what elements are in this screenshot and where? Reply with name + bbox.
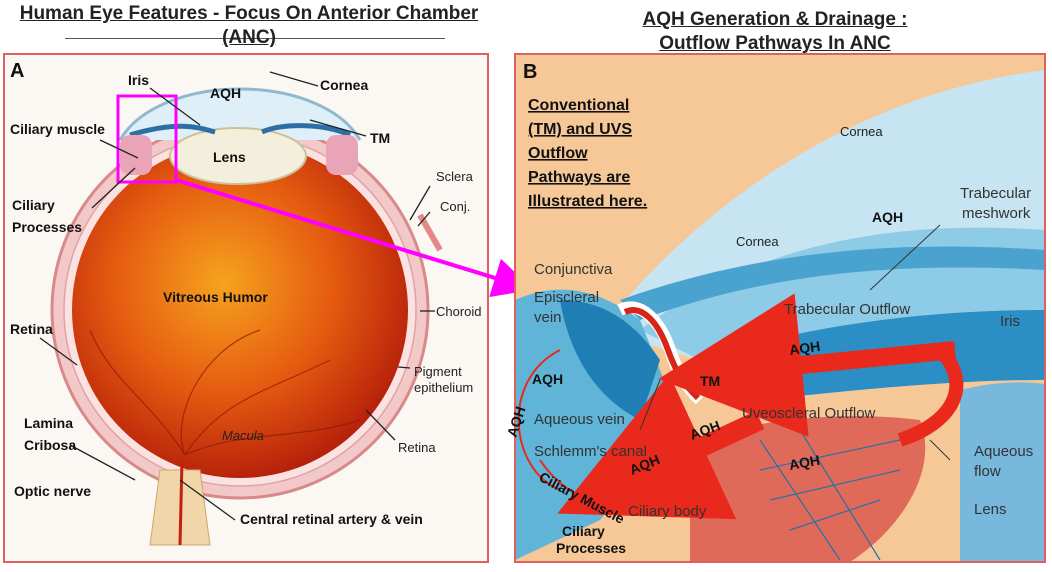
- panel-a-leaders: [39, 71, 435, 521]
- label-aqh-arrow-1: AQH: [788, 338, 821, 358]
- ciliary-body-b: [690, 416, 926, 562]
- panel-b-frame: [514, 53, 1046, 563]
- label-ciliary-processes-2: Processes: [12, 219, 82, 235]
- label-optic-nerve: Optic nerve: [14, 483, 91, 499]
- label-schlemm: Schlemm's canal: [534, 443, 647, 460]
- label-episcleral-1: Episcleral: [534, 289, 599, 306]
- lens-shape: [169, 127, 307, 185]
- title-left: Human Eye Features - Focus On Anterior C…: [14, 2, 484, 26]
- callout-line-5: Illustrated here.: [528, 193, 647, 210]
- arrow-uveoscleral: [557, 373, 765, 520]
- panel-b-leaders: [639, 224, 951, 461]
- label-ciliary-muscle: Ciliary muscle: [10, 121, 105, 137]
- label-pigment-2: epithelium: [414, 380, 473, 395]
- title-left-line2: (ANC): [222, 27, 276, 48]
- label-trabecular-outflow: Trabecular Outflow: [784, 301, 910, 318]
- label-iris-b: Iris: [1000, 313, 1020, 330]
- arrow-aqueous-curve: [897, 345, 964, 447]
- title-left-line1: Human Eye Features - Focus On Anterior C…: [19, 3, 479, 24]
- label-episcleral-2: vein: [534, 309, 562, 326]
- conj-fold: [417, 213, 443, 252]
- label-ciliary-processes-b2: Processes: [556, 540, 626, 556]
- label-cornea-mid: Cornea: [736, 234, 779, 249]
- label-aqueous-flow-2: flow: [974, 463, 1001, 480]
- title-right-line2: Outflow Pathways In ANC: [659, 33, 891, 54]
- label-aqh-a: AQH: [210, 85, 241, 101]
- label-uveoscleral: Uveoscleral Outflow: [742, 405, 876, 422]
- ciliary-muscle-arc: [539, 459, 701, 513]
- callout-line-3: Outflow: [528, 145, 588, 162]
- label-retina-left: Retina: [10, 321, 53, 337]
- ac-zoom-arrow: [175, 178, 534, 298]
- label-lens: Lens: [213, 149, 246, 165]
- trabecular-band: [620, 246, 1045, 320]
- title-left-2: (ANC): [14, 26, 484, 50]
- optic-artery: [178, 459, 184, 546]
- ciliary-body-left: [120, 135, 152, 175]
- label-lamina-2: Cribosa: [24, 437, 76, 453]
- label-lens-b: Lens: [974, 501, 1007, 518]
- label-sclera: Sclera: [436, 169, 474, 184]
- label-tm-a: TM: [370, 130, 390, 146]
- ac-highlight-box: [116, 94, 178, 184]
- label-aqh-arrow-4: AQH: [788, 452, 821, 473]
- label-ciliary-processes-b1: Ciliary: [562, 523, 605, 539]
- label-aqh-left: AQH: [532, 371, 563, 387]
- title-right: AQH Generation & Drainage : Outflow Path…: [540, 8, 1010, 56]
- label-vitreous-humor: Vitreous Humor: [163, 289, 268, 305]
- label-cornea-top: Cornea: [840, 124, 883, 139]
- title-right-line1: AQH Generation & Drainage :: [642, 9, 908, 30]
- label-conj: Conj.: [440, 199, 470, 214]
- arrow-trabecular: [658, 293, 956, 437]
- arc-aqh: [517, 349, 561, 491]
- label-choroid: Choroid: [436, 304, 482, 319]
- label-trabecular-2: meshwork: [962, 205, 1031, 222]
- ciliary-body-right: [326, 135, 358, 175]
- label-conjunctiva: Conjunctiva: [534, 261, 613, 278]
- label-retina-right: Retina: [398, 440, 436, 455]
- ciliary-hatch: [759, 429, 901, 561]
- iris-shape: [129, 123, 351, 138]
- label-aqh-b: AQH: [872, 209, 903, 225]
- label-aqueous-flow-1: Aqueous: [974, 443, 1033, 460]
- label-lamina-1: Lamina: [24, 415, 73, 431]
- label-pigment-1: Pigment: [414, 364, 462, 379]
- panel-b-letter: B: [523, 61, 537, 83]
- retinal-vessels: [89, 329, 361, 456]
- callout-box: Conventional (TM) and UVS Outflow Pathwa…: [528, 97, 647, 210]
- title-rule: [65, 38, 445, 39]
- callout-line-2: (TM) and UVS: [528, 121, 632, 138]
- callout-line-1: Conventional: [528, 97, 629, 114]
- lens-region-b: [960, 382, 1045, 562]
- label-aqueous-vein: Aqueous vein: [534, 411, 625, 428]
- callout-line-4: Pathways are: [528, 169, 630, 186]
- panel-a-letter: A: [10, 60, 24, 82]
- label-macula: Macula: [222, 428, 264, 443]
- label-iris: Iris: [128, 72, 149, 88]
- label-cornea-a: Cornea: [320, 77, 368, 93]
- label-trabecular-1: Trabecular: [960, 185, 1031, 202]
- label-ciliary-processes-1: Ciliary: [12, 197, 55, 213]
- label-tm-b: TM: [700, 373, 720, 389]
- label-ciliary-body: Ciliary body: [628, 503, 707, 520]
- label-central-artery: Central retinal artery & vein: [240, 511, 423, 527]
